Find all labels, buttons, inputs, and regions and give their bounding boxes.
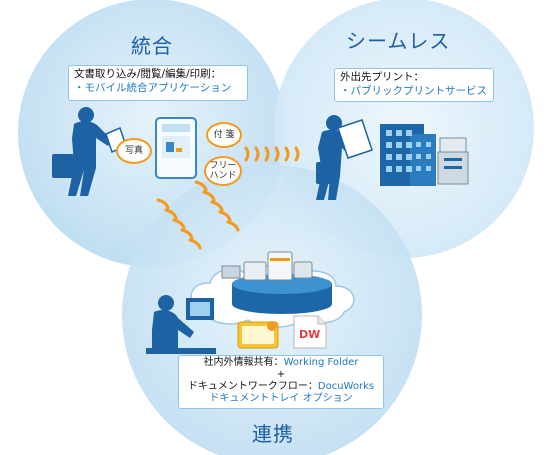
seamless-info-line1: 外出先プリント：: [340, 71, 424, 83]
person-at-computer-icon: [146, 295, 216, 354]
wireless-signal-horizontal: [244, 146, 300, 162]
wireless-signal-diagonal-right: [194, 180, 240, 232]
docuworks-icon: [293, 315, 327, 349]
title-seamless: シームレス: [346, 29, 451, 53]
seamless-info-line2: ・パブリックプリントサービス: [340, 85, 487, 97]
integration-info-box: 文書取り込み/閲覧/編集/印刷： ・モバイル統合アプリケーション: [68, 65, 248, 101]
collab-line1-value: Working Folder: [283, 357, 359, 368]
collab-line3: ドキュメントトレイ オプション: [209, 393, 353, 404]
collab-line1: 社内外情報共有：Working Folder: [183, 357, 379, 369]
office-building-icon: [380, 124, 436, 186]
integration-info-line1: 文書取り込み/閲覧/編集/印刷：: [74, 68, 222, 80]
multifunction-printer-icon: [437, 137, 469, 185]
person-with-document-icon: [316, 115, 373, 200]
docuworks-icon-label: DW: [299, 328, 321, 341]
integration-info-line2: ・モバイル統合アプリケーション: [74, 82, 232, 94]
title-integration: 統合: [131, 34, 173, 58]
bubble-photo: 写真: [116, 138, 152, 164]
collab-plus: +: [276, 369, 286, 380]
collab-line1-label: 社内外情報共有：: [203, 357, 284, 368]
collab-line2-label: ドキュメントワークフロー：: [187, 381, 318, 392]
title-collaboration: 連携: [252, 422, 294, 446]
collab-line2: ドキュメントワークフロー：DocuWorks: [183, 381, 379, 393]
working-folder-icon: [237, 321, 279, 349]
seamless-info-box: 外出先プリント： ・パブリックプリントサービス: [334, 68, 494, 102]
collaboration-info-box: 社内外情報共有：Working Folder + ドキュメントワークフロー：Do…: [178, 355, 384, 409]
bubble-sticky-note: 付 箋: [206, 122, 242, 148]
tablet-app-icon: [155, 117, 197, 179]
server-storage-icon: [221, 251, 332, 314]
wireless-signal-diagonal-left: [156, 198, 202, 250]
collab-line2-value: DocuWorks: [317, 381, 375, 392]
bubble-freehand: フリー ハンド: [204, 156, 242, 186]
